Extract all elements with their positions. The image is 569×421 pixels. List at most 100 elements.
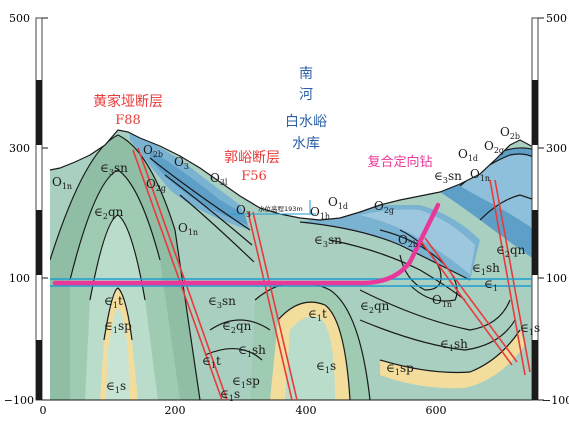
bottom-axis: 0 200 400 600 <box>40 399 532 417</box>
fault-lines <box>132 147 531 401</box>
stratum-label-o2g-r2: O2g <box>484 139 504 155</box>
fault-f88-name: 黄家垭断层 <box>93 93 163 110</box>
left-scale-seg <box>36 210 42 275</box>
stratum-label-e1s-left: ∈1s <box>106 379 126 395</box>
fold-line <box>359 319 516 351</box>
fault-right-line <box>419 239 513 366</box>
stratum-label-e1-r: ∈1 <box>484 277 498 293</box>
reservoir-line-2: 河 <box>299 87 313 103</box>
stratum-label-e1sp-left: ∈1sp <box>104 319 132 335</box>
stratum-label-e1sh-mid: ∈1sh <box>440 337 468 353</box>
stratum-label-o3l: O3l <box>210 171 228 187</box>
stratum-label-o1n-left: O1n <box>52 175 72 191</box>
left-scale-seg <box>36 80 42 145</box>
reservoir-line-3: 白水峪 <box>285 114 327 130</box>
water-level-label: 水位高程193m <box>258 204 303 213</box>
right-tick-label: 500 <box>546 12 567 25</box>
left-tick-label: 500 <box>9 12 30 25</box>
left-tick-label: 100 <box>9 272 30 285</box>
stratum-label-e3sn-mid: ∈3sn <box>314 233 342 249</box>
fold-line <box>164 174 253 246</box>
fault-f88-code: F88 <box>115 113 141 128</box>
stratum-label-o3-mid: O3 <box>236 203 251 219</box>
stratum-label-e1sp-mid: ∈1sp <box>386 361 414 377</box>
fold-line <box>204 347 263 361</box>
left-tick-label: 300 <box>9 142 30 155</box>
stratum-label-e1t-low: ∈1t <box>202 354 221 370</box>
fold-line <box>277 301 351 400</box>
fault-f88-line <box>137 147 228 401</box>
right-tick-label: 300 <box>546 142 567 155</box>
right-scale-seg <box>532 340 538 400</box>
fault-f56-line <box>252 211 298 401</box>
left-tick-label: −100 <box>4 394 34 407</box>
stratum-label-e2qn-r: ∈2qn <box>496 243 526 259</box>
fault-right2-line <box>494 179 531 373</box>
stratum-label-o2g-top: O2g <box>146 177 166 193</box>
right-scale-seg <box>532 210 538 275</box>
fold-line <box>359 289 511 331</box>
stratum-label-e2qn-low: ∈2qn <box>222 319 252 335</box>
bottom-tick-label: 0 <box>40 404 47 417</box>
bottom-tick-label: 200 <box>165 404 186 417</box>
stratum-label-e1sh-r: ∈1sh <box>472 261 500 277</box>
stratum-label-o2g-mid: O2g <box>374 199 394 215</box>
lower-fold-core <box>285 316 335 400</box>
stratum-label-e3sn-r: ∈3sn <box>434 169 462 185</box>
fold-line <box>329 239 466 301</box>
bottom-tick-label: 600 <box>426 404 447 417</box>
fault-f56-name: 郭峪断层 <box>224 149 280 166</box>
stratum-label-o2b-right: O2b <box>398 233 418 249</box>
stratum-label-o1n-mid: O1n <box>178 221 198 237</box>
fold-line <box>69 169 161 281</box>
fault-right2-line <box>489 179 526 376</box>
stratum-label-o2b-r2: O2b <box>500 125 520 141</box>
left-scale: 500 300 100 −100 <box>4 12 48 407</box>
stratum-label-o3-top: O3 <box>174 155 189 171</box>
stratum-label-o1d-mid: O1d <box>328 195 348 211</box>
stratum-label-e3sn-crest: ∈3sn <box>100 161 128 177</box>
fold-line <box>149 157 251 231</box>
right-tick-label: −100 <box>542 394 569 407</box>
stratum-label-o1h: O1h <box>310 205 330 221</box>
stratum-label-o1n-low: O1n <box>432 293 452 309</box>
drill-label: 复合定向钻 <box>367 154 432 170</box>
stratum-label-e1sh-low: ∈1sh <box>238 343 266 359</box>
fold-line <box>103 287 133 341</box>
fault-right-line <box>424 237 518 363</box>
stratum-label-e2qn-mid: ∈2qn <box>360 299 390 315</box>
right-scale: 500 300 100 −100 <box>531 12 569 407</box>
fold-line <box>179 194 255 263</box>
stratum-label-e1sp-low: ∈1sp <box>232 374 260 390</box>
bottom-tick-label: 400 <box>296 404 317 417</box>
left-scale-seg <box>36 340 42 400</box>
stratum-label-e1t-left: ∈1t <box>104 294 123 310</box>
stratum-label-e2qn-left: ∈2qn <box>94 205 124 221</box>
right-tick-label: 100 <box>546 272 567 285</box>
fault-f56-code: F56 <box>241 169 267 184</box>
stratum-label-e1s-r: ∈1s <box>520 321 540 337</box>
anticline-core <box>106 308 130 400</box>
stratum-label-e3sn-low: ∈3sn <box>208 294 236 310</box>
fault-f88-line <box>132 149 223 401</box>
fold-line <box>89 214 146 301</box>
stratum-label-o2b-top: O2b <box>143 143 163 159</box>
stratum-label-e1t-mid: ∈1t <box>308 307 327 323</box>
right-scale-seg <box>532 80 538 145</box>
stratum-label-e1s-low: ∈1s <box>220 387 240 403</box>
fold-line <box>50 134 201 400</box>
lower-right-yellow <box>380 330 525 389</box>
syncline-blue-2 <box>360 209 475 275</box>
directional-drill-path <box>52 202 441 286</box>
o-layer-blue-2 <box>150 150 248 225</box>
stratum-label-o1d-r2: O1d <box>458 147 478 163</box>
fault-f56-line <box>247 211 293 401</box>
reservoir-line-1: 南 <box>299 66 313 82</box>
fold-line <box>379 229 458 302</box>
stratum-label-o1n-r: O1n <box>470 167 490 183</box>
fold-line <box>479 194 535 221</box>
fold-line <box>209 319 271 331</box>
